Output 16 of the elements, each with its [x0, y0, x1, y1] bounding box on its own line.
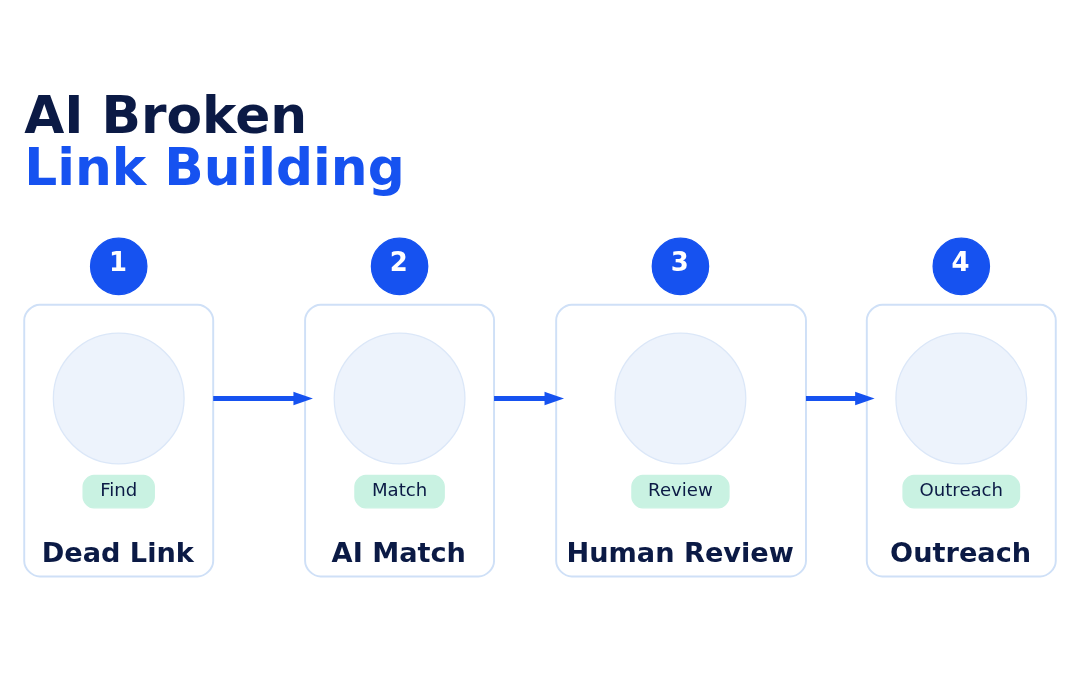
node-circle: 1	[89, 237, 148, 296]
node-box: Outreach	[902, 474, 1021, 509]
node-circle: 3	[651, 237, 710, 296]
arrow	[805, 391, 875, 406]
arrow	[213, 391, 313, 406]
arrow	[494, 391, 564, 406]
node-circle	[895, 332, 1028, 465]
node-circle: 2	[370, 237, 429, 296]
node-box: Find	[82, 474, 155, 509]
node-box: Review	[631, 474, 730, 509]
node-box: Match	[354, 474, 445, 509]
node-circle: 4	[932, 237, 991, 296]
node-circle	[614, 332, 747, 465]
node-circle	[333, 332, 466, 465]
node-circle	[52, 332, 185, 465]
diagram-title: AI Broken Link Building	[24, 85, 405, 198]
